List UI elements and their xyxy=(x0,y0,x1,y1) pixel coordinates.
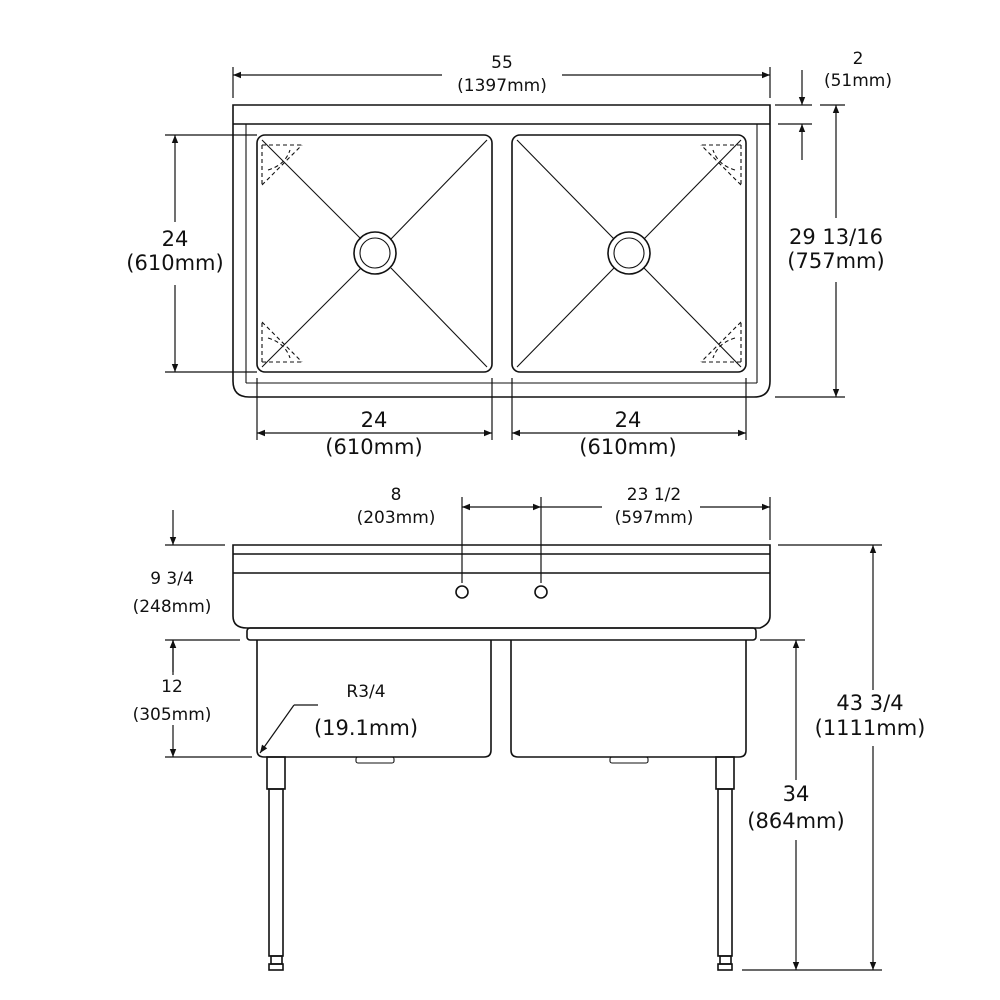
dim-overall-height: 43 3/4 (1111mm) xyxy=(742,544,926,971)
dim-bowl-right-width: 24 (610mm) xyxy=(511,378,747,459)
top-view: 55 (1397mm) 2 (51mm) 29 13/16 (757mm) xyxy=(126,49,892,459)
dim-faucet-offset: 23 1/2 (597mm) xyxy=(541,485,771,540)
svg-text:(864mm): (864mm) xyxy=(747,809,844,833)
right-leg xyxy=(715,756,735,971)
svg-text:(51mm): (51mm) xyxy=(824,71,892,91)
dim-rim-height: 34 (864mm) xyxy=(747,639,845,970)
drain-outlet xyxy=(355,756,395,764)
svg-text:(19.1mm): (19.1mm) xyxy=(314,716,418,740)
svg-text:(610mm): (610mm) xyxy=(325,435,422,459)
faucet-hole-icon xyxy=(534,585,548,599)
svg-text:R3/4: R3/4 xyxy=(346,682,385,702)
faucet-hole-icon xyxy=(455,585,469,599)
dim-corner-radius: R3/4 (19.1mm) xyxy=(259,682,418,754)
svg-text:24: 24 xyxy=(162,227,189,251)
dim-backsplash-height: 9 3/4 (248mm) xyxy=(133,510,240,675)
dim-overall-depth: 29 13/16 (757mm) xyxy=(775,104,885,398)
drain-outlet xyxy=(609,756,649,764)
right-bowl xyxy=(511,134,747,373)
drain-icon xyxy=(353,231,397,275)
dim-bowl-depth: 12 (305mm) xyxy=(133,640,252,758)
svg-text:55: 55 xyxy=(491,53,513,73)
svg-text:(757mm): (757mm) xyxy=(787,249,884,273)
svg-text:(1111mm): (1111mm) xyxy=(815,716,926,740)
svg-text:(610mm): (610mm) xyxy=(126,251,223,275)
svg-text:24: 24 xyxy=(615,408,642,432)
left-leg xyxy=(266,756,286,971)
svg-text:2: 2 xyxy=(853,49,864,69)
svg-text:9 3/4: 9 3/4 xyxy=(150,569,194,589)
svg-text:(248mm): (248mm) xyxy=(133,597,212,617)
svg-text:(203mm): (203mm) xyxy=(357,508,436,528)
svg-text:23 1/2: 23 1/2 xyxy=(627,485,681,505)
svg-text:(610mm): (610mm) xyxy=(579,435,676,459)
rim xyxy=(246,627,757,641)
left-bowl xyxy=(256,134,493,373)
svg-text:12: 12 xyxy=(161,677,183,697)
dim-overall-width: 55 (1397mm) xyxy=(232,53,771,98)
svg-text:8: 8 xyxy=(391,485,402,505)
svg-text:24: 24 xyxy=(361,408,388,432)
dim-backsplash: 2 (51mm) xyxy=(775,49,892,160)
right-bowl-side xyxy=(510,640,747,758)
svg-text:43 3/4: 43 3/4 xyxy=(836,691,903,715)
drain-icon xyxy=(607,231,651,275)
svg-text:(1397mm): (1397mm) xyxy=(457,76,547,96)
deck-outline xyxy=(232,104,771,398)
dim-faucet-spacing: 8 (203mm) xyxy=(357,485,542,583)
dim-bowl-left-width: 24 (610mm) xyxy=(256,378,493,459)
svg-text:(597mm): (597mm) xyxy=(615,508,694,528)
backsplash-panel xyxy=(232,544,771,629)
front-view: 8 (203mm) 23 1/2 (597mm) 9 3/4 (248mm) 1… xyxy=(133,485,926,971)
svg-text:29 13/16: 29 13/16 xyxy=(789,225,883,249)
svg-text:34: 34 xyxy=(783,782,810,806)
svg-text:(305mm): (305mm) xyxy=(133,705,212,725)
dim-bowl-front-back: 24 (610mm) xyxy=(126,134,257,373)
